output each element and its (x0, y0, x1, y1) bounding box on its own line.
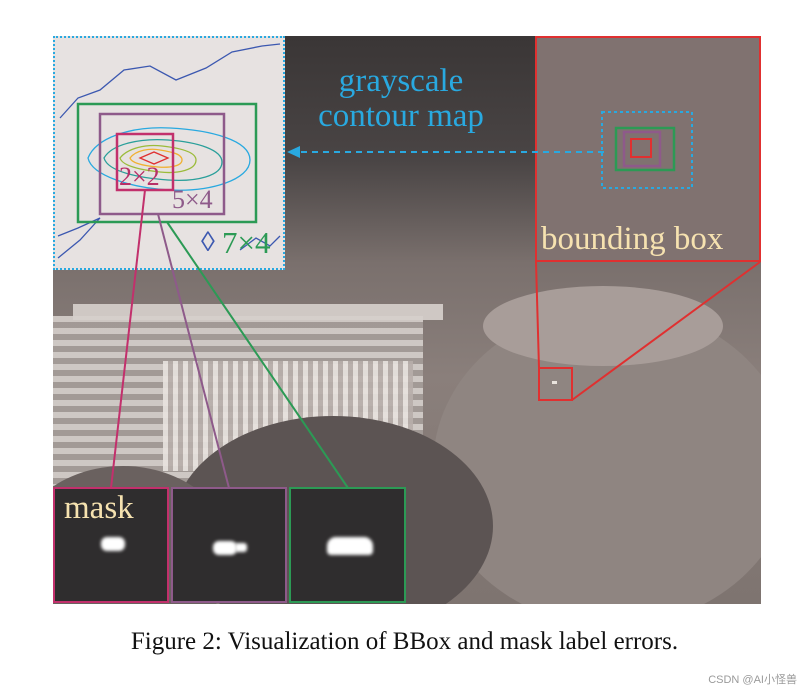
contour-outer (59, 43, 281, 119)
mask-thumbnail-7x4 (289, 487, 406, 603)
diamond-icon: ◊ (201, 227, 215, 258)
size-5x4-label: 5×4 (172, 185, 213, 214)
mask-blob (213, 541, 237, 555)
arrow-head (287, 146, 300, 158)
bbox-green (614, 126, 676, 172)
leader-2x2 (110, 189, 146, 489)
watermark: CSDN @AI小怪兽 (708, 674, 797, 686)
connector-right (571, 261, 761, 401)
contour-3 (119, 144, 197, 174)
leader-5x4 (157, 213, 230, 489)
contour-lines (57, 43, 281, 259)
contour-4 (129, 148, 183, 168)
grayscale-label-line2: contour map (318, 97, 484, 134)
contour-1 (87, 127, 251, 191)
mask-blob (327, 537, 373, 555)
target-box (538, 367, 573, 401)
mask-thumbnail-5x4 (171, 487, 287, 603)
contour-map-panel (53, 36, 285, 270)
bounding-box-panel (535, 36, 761, 262)
connector-left (535, 261, 540, 369)
grayscale-label-line1: grayscale (338, 63, 464, 99)
size-7x4-label: 7×4 (222, 225, 271, 260)
contour-right (239, 235, 281, 251)
mask-blob (235, 543, 247, 552)
target-dot (552, 381, 557, 384)
box-7x4 (76, 102, 258, 224)
size-2x2-label: 2×2 (119, 162, 160, 191)
box-5x4 (98, 112, 226, 216)
contour-5 (138, 151, 170, 165)
mask-thumbnail-2x2 (53, 487, 169, 603)
bbox-dotted-region (601, 111, 693, 189)
bbox-red (630, 138, 652, 158)
mask-label: mask (64, 490, 134, 526)
contour-2 (103, 138, 223, 182)
mask-blob (101, 537, 125, 551)
grayscale-contour-label: grayscale contour map (313, 64, 489, 133)
bbox-purple (622, 130, 662, 168)
figure-caption: Figure 2: Visualization of BBox and mask… (130, 628, 679, 655)
tree (483, 286, 723, 366)
bounding-box-label: bounding box (541, 221, 724, 257)
contour-lower (57, 217, 101, 259)
leader-7x4 (166, 221, 349, 489)
